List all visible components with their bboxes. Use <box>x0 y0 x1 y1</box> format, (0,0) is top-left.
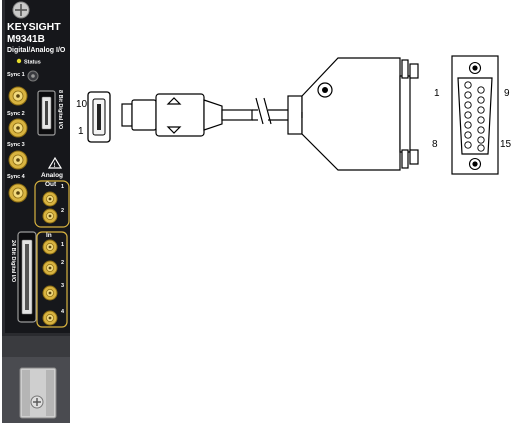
dsub-pin-8-label: 8 <box>432 139 438 150</box>
sync-2-label: Sync 2 <box>7 111 25 117</box>
receptacle-pin-top-label: 10 <box>76 99 88 110</box>
analog-in-ch1-label: 1 <box>61 242 64 248</box>
analog-in-ch3-connector <box>42 285 58 301</box>
analog-in-label: In <box>46 232 52 239</box>
analog-in-ch4-connector <box>42 310 58 326</box>
analog-out-label-line2: Out <box>45 181 57 188</box>
cable-plug <box>121 93 253 137</box>
analog-out-ch2-connector <box>42 208 58 224</box>
cable-receptacle <box>87 91 111 143</box>
analog-in-ch3-label: 3 <box>61 283 64 289</box>
subtitle-label: Digital/Analog I/O <box>7 47 66 54</box>
analog-in-ch4-label: 4 <box>61 309 65 315</box>
svg-text:!: ! <box>54 163 56 169</box>
panel-handle <box>2 333 70 423</box>
analog-in-ch1-connector <box>42 239 58 255</box>
sync-2-connector <box>8 118 28 138</box>
dsub-hood <box>287 57 419 171</box>
digital-io-24bit-label: 24 Bit Digital I/O <box>10 240 16 283</box>
digital-io-8bit-label: 8 Bit Digital I/O <box>57 90 63 130</box>
sync-1-label: Sync 1 <box>7 72 25 78</box>
dsub-pin-row-2 <box>477 86 485 152</box>
cable <box>252 97 290 125</box>
sync-1-connector <box>8 86 28 106</box>
sync-gear-icon <box>27 70 39 82</box>
sync-4-label: Sync 4 <box>7 174 26 180</box>
status-label: Status <box>24 60 41 66</box>
analog-out-group-frame <box>34 180 70 228</box>
sync-3-connector <box>8 150 28 170</box>
digital-io-8bit-port <box>37 90 56 136</box>
dsub-pin-row-1 <box>464 81 472 149</box>
analog-out-ch1-connector <box>42 191 58 207</box>
dsub-pin-1-label: 1 <box>434 88 440 99</box>
analog-out-ch1-label: 1 <box>61 184 64 190</box>
analog-in-ch2-label: 2 <box>61 260 64 266</box>
sync-3-label: Sync 3 <box>7 142 25 148</box>
front-panel: KEYSIGHT M9341B Digital/Analog I/O Statu… <box>2 0 70 423</box>
status-led <box>16 58 22 64</box>
dsub-pin-15-label: 15 <box>500 139 512 150</box>
warning-icon: ! <box>47 156 63 169</box>
dsub-front-view <box>451 55 499 175</box>
digital-io-24bit-port <box>17 231 37 323</box>
model-label: M9341B <box>7 34 45 45</box>
analog-in-group-frame <box>36 231 68 328</box>
analog-out-label-line1: Analog <box>41 172 63 179</box>
hood-screw-icon <box>317 82 333 98</box>
bottom-screw-icon <box>30 395 44 409</box>
brand-label: KEYSIGHT <box>7 21 61 33</box>
sync-4-connector <box>8 183 28 203</box>
analog-in-ch2-connector <box>42 260 58 276</box>
top-screw-icon <box>12 1 30 19</box>
analog-out-ch2-label: 2 <box>61 208 64 214</box>
receptacle-pin-bottom-label: 1 <box>78 126 84 137</box>
dsub-pin-9-label: 9 <box>504 88 510 99</box>
